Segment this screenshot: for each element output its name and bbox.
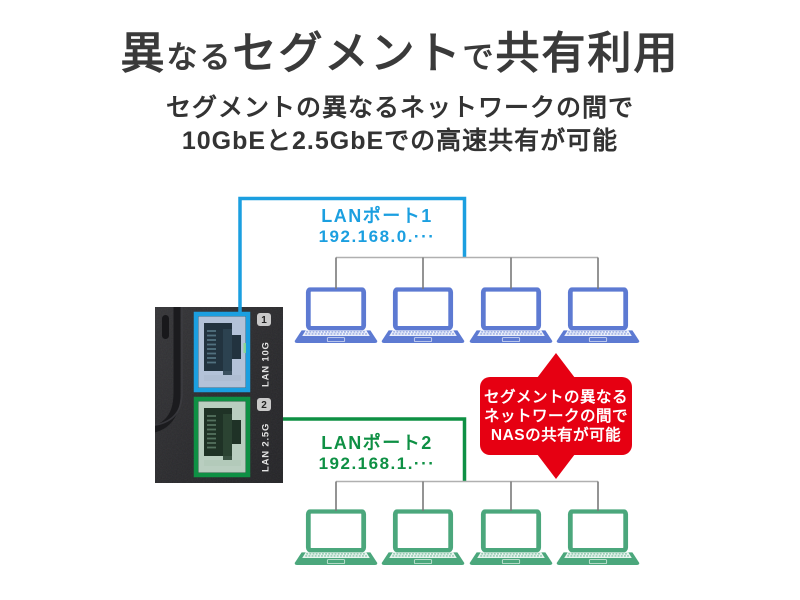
page-title: 異なるセグメントで共有利用 [0, 29, 800, 78]
laptop-icon [556, 287, 640, 345]
lan-port-1-name: LANポート1 [321, 206, 433, 226]
segment2-drop-lines [335, 481, 599, 511]
title-part: 異 [120, 29, 167, 78]
lan-port-2-jack [193, 396, 251, 478]
lan-port-1-label: LANポート1 192.168.0.··· [292, 206, 462, 246]
callout-badge: セグメントの異なる ネットワークの間で NASの共有が可能 [480, 353, 632, 479]
lan-port-1-ip: 192.168.0.··· [318, 226, 436, 246]
header: 異なるセグメントで共有利用 セグメントの異なるネットワークの間で 10GbEと2.… [0, 29, 800, 158]
title-part: なる [166, 40, 233, 75]
title-part: 共有利用 [495, 29, 680, 78]
nas-rear-panel-photo: 1 LAN 10G 2 LAN 2.5G [155, 307, 283, 483]
subtitle-line-1: セグメントの異なるネットワークの間で [165, 94, 634, 123]
laptop-icon [556, 509, 640, 567]
lan-port-2-label: LANポート2 192.168.1.··· [292, 433, 462, 473]
segment1-drop-lines [335, 257, 599, 289]
lan-port-2-ip: 192.168.1.··· [318, 453, 436, 473]
chassis-slot [162, 315, 169, 339]
laptop-icon [469, 509, 553, 567]
port2-number: 2 [261, 400, 267, 411]
title-part: セグメント [232, 29, 463, 78]
port2-label: LAN 2.5G [261, 423, 272, 472]
laptop-icon [294, 509, 378, 567]
callout-line-1: セグメントの異なる [483, 388, 628, 406]
laptop-icon [469, 287, 553, 345]
subtitle: セグメントの異なるネットワークの間で 10GbEと2.5GbEでの高速共有が可能 [0, 92, 800, 158]
callout-line-2: ネットワークの間で [483, 407, 628, 425]
callout-line-3: NASの共有が可能 [490, 426, 622, 444]
port1-label: LAN 10G [261, 341, 272, 387]
lan-port-1-jack [193, 311, 251, 393]
port1-led [243, 343, 246, 353]
title-part: で [462, 40, 496, 75]
nas-rear-panel-graphic: 1 LAN 10G 2 LAN 2.5G [155, 307, 283, 483]
subtitle-line-2: 10GbEと2.5GbEでの高速共有が可能 [181, 127, 619, 156]
lan-port-2-name: LANポート2 [321, 433, 433, 453]
laptop-icon [381, 287, 465, 345]
port2-number-badge [257, 398, 271, 411]
port1-number: 1 [261, 315, 267, 326]
laptop-icon [381, 509, 465, 567]
laptop-icon [294, 287, 378, 345]
port1-number-badge [257, 313, 271, 326]
